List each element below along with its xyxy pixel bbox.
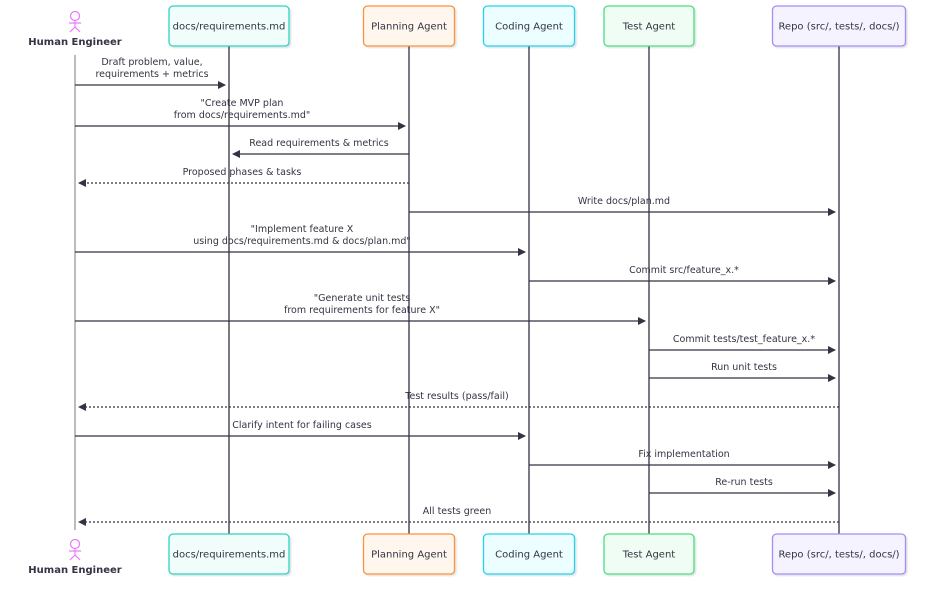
participant-box bbox=[168, 533, 290, 575]
participant-test-top: Test Agent bbox=[603, 5, 695, 47]
actor-icon bbox=[69, 10, 81, 33]
participant-box bbox=[362, 5, 456, 47]
participant-human-top: Human Engineer bbox=[28, 10, 122, 48]
message-label: Test results (pass/fail) bbox=[404, 391, 508, 402]
participant-label: docs/requirements.md bbox=[173, 550, 286, 561]
message-label: Proposed phases & tasks bbox=[183, 167, 302, 178]
message-12: Clarify intent for failing cases bbox=[75, 420, 526, 440]
message-10: Run unit tests bbox=[649, 362, 836, 382]
participant-human-bottom: Human Engineer bbox=[28, 538, 122, 576]
messages: Draft problem, value,requirements + metr… bbox=[75, 57, 839, 526]
actor-head bbox=[69, 10, 81, 22]
participant-label: Test Agent bbox=[622, 22, 676, 33]
message-5: Write docs/plan.md bbox=[409, 196, 836, 216]
participant-label: Human Engineer bbox=[28, 565, 121, 576]
message-label: "Create MVP plan bbox=[201, 98, 284, 109]
participant-box bbox=[482, 5, 576, 47]
message-9: Commit tests/test_feature_x.* bbox=[649, 334, 836, 354]
participant-box bbox=[168, 5, 290, 47]
message-7: Commit src/feature_x.* bbox=[529, 265, 836, 285]
actor-leg-right bbox=[74, 554, 81, 561]
participant-req-bottom: docs/requirements.md bbox=[168, 533, 290, 575]
message-4: Proposed phases & tasks bbox=[78, 167, 409, 187]
message-15: All tests green bbox=[78, 506, 839, 526]
participant-code-bottom: Coding Agent bbox=[482, 533, 576, 575]
participant-label: docs/requirements.md bbox=[173, 22, 286, 33]
participant-box bbox=[482, 533, 576, 575]
message-label: Commit tests/test_feature_x.* bbox=[673, 334, 815, 345]
participant-label: Coding Agent bbox=[495, 550, 563, 561]
actor-icon bbox=[69, 538, 81, 561]
message-label: Clarify intent for failing cases bbox=[232, 420, 372, 431]
participant-box bbox=[603, 533, 695, 575]
participant-box bbox=[603, 5, 695, 47]
message-label: using docs/requirements.md & docs/plan.m… bbox=[193, 236, 411, 247]
message-13: Fix implementation bbox=[529, 449, 836, 469]
message-label: Read requirements & metrics bbox=[249, 138, 388, 149]
participant-label: Human Engineer bbox=[28, 37, 121, 48]
message-1: Draft problem, value,requirements + metr… bbox=[75, 57, 226, 89]
actor-leg-left bbox=[69, 26, 76, 33]
message-label: Re-run tests bbox=[715, 477, 773, 488]
actor-head bbox=[69, 538, 81, 550]
participant-repo-top: Repo (src/, tests/, docs/) bbox=[771, 5, 907, 47]
message-label: requirements + metrics bbox=[95, 69, 208, 80]
participant-plan-top: Planning Agent bbox=[362, 5, 456, 47]
participant-box bbox=[362, 533, 456, 575]
participant-box bbox=[771, 533, 907, 575]
message-label: Run unit tests bbox=[711, 362, 777, 373]
participants-top: Human Engineer docs/requirements.md Planni… bbox=[28, 5, 907, 48]
participants-bottom: Human Engineer docs/requirements.md Planni… bbox=[28, 533, 907, 576]
lifelines bbox=[74, 46, 840, 534]
participant-repo-bottom: Repo (src/, tests/, docs/) bbox=[771, 533, 907, 575]
participant-plan-bottom: Planning Agent bbox=[362, 533, 456, 575]
participant-label: Test Agent bbox=[622, 550, 676, 561]
actor-leg-left bbox=[69, 554, 76, 561]
message-3: Read requirements & metrics bbox=[232, 138, 409, 158]
message-label: Commit src/feature_x.* bbox=[629, 265, 739, 276]
participant-box bbox=[771, 5, 907, 47]
message-label: from docs/requirements.md" bbox=[174, 110, 311, 121]
participant-label: Repo (src/, tests/, docs/) bbox=[778, 22, 899, 33]
participant-label: Repo (src/, tests/, docs/) bbox=[778, 550, 899, 561]
participant-test-bottom: Test Agent bbox=[603, 533, 695, 575]
participant-code-top: Coding Agent bbox=[482, 5, 576, 47]
message-11: Test results (pass/fail) bbox=[78, 391, 839, 411]
message-14: Re-run tests bbox=[649, 477, 836, 497]
participant-req-top: docs/requirements.md bbox=[168, 5, 290, 47]
message-label: Write docs/plan.md bbox=[578, 196, 670, 207]
message-label: All tests green bbox=[423, 506, 491, 517]
actor-leg-right bbox=[74, 26, 81, 33]
message-label: "Generate unit tests bbox=[314, 293, 410, 304]
participant-label: Coding Agent bbox=[495, 22, 563, 33]
message-label: Fix implementation bbox=[638, 449, 729, 460]
message-label: "Implement feature X bbox=[251, 224, 354, 235]
participant-label: Planning Agent bbox=[371, 550, 447, 561]
message-label: from requirements for feature X" bbox=[284, 305, 440, 316]
participant-label: Planning Agent bbox=[371, 22, 447, 33]
message-label: Draft problem, value, bbox=[101, 57, 202, 68]
